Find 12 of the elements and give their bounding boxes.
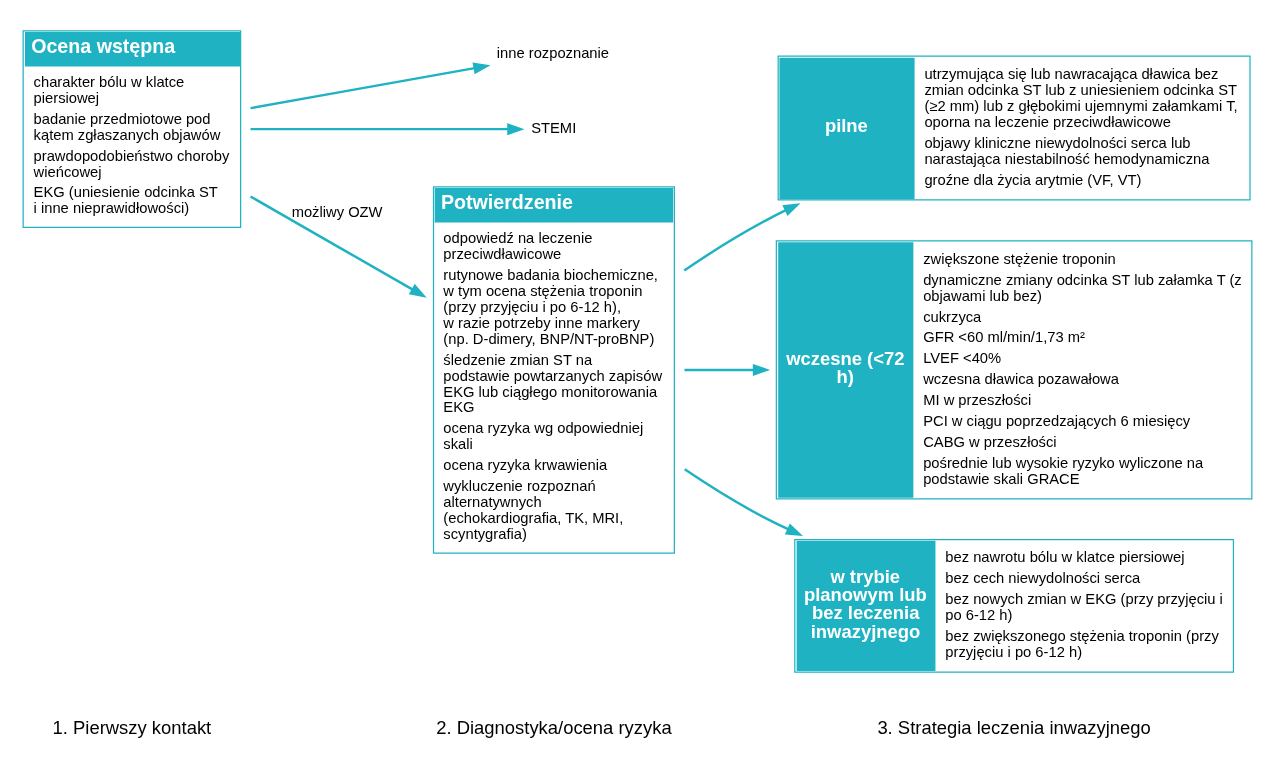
label: 1. Pierwszy kontakt — [52, 716, 212, 738]
node-text: STEMI — [531, 119, 577, 136]
arrow — [250, 122, 525, 135]
label: 3. Strategia leczenia inwazyjnego — [877, 716, 1151, 738]
label: 2. Diagnostyka/ocena ryzyka — [436, 716, 672, 738]
arrow — [684, 363, 771, 376]
arrow — [250, 61, 491, 109]
edge-label: możliwy OZW — [291, 203, 383, 220]
arrow — [683, 202, 801, 272]
arrow — [684, 467, 804, 536]
arrow — [249, 194, 427, 298]
node-text: inne rozpoznanie — [496, 44, 610, 61]
